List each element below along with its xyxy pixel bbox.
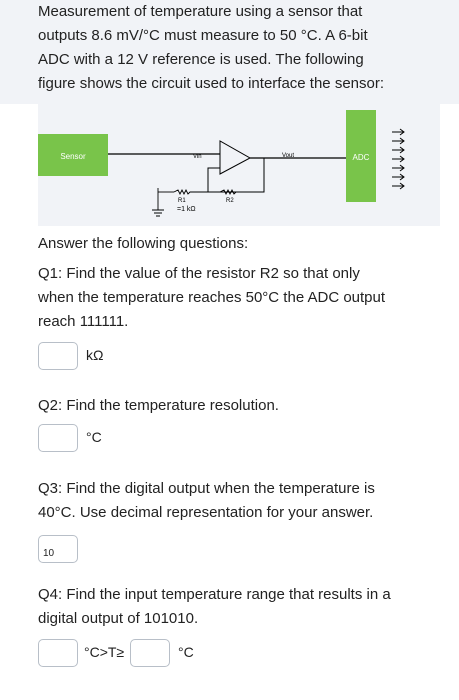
problem-line: outputs 8.6 mV/°C must measure to 50 °C.… (38, 27, 368, 44)
answer-heading: Answer the following questions: (38, 235, 249, 252)
r2-label: R2 (226, 198, 234, 204)
sensor-block (38, 134, 108, 176)
q2-answer-input[interactable] (38, 424, 78, 452)
resistor-r2 (219, 188, 237, 196)
r1-label: R1 (178, 198, 186, 204)
problem-statement: Measurement of temperature using a senso… (0, 0, 459, 104)
q4-lower-input[interactable] (38, 639, 78, 667)
op-amp (219, 140, 252, 175)
q2-text: Q2: Find the temperature resolution. (38, 397, 279, 414)
q4-line: digital output of 101010. (38, 610, 199, 627)
q1-line: reach 111111. (38, 313, 129, 330)
problem-line: figure shows the circuit used to interfa… (38, 75, 385, 92)
problem-line: ADC with a 12 V reference is used. The f… (38, 51, 364, 68)
problem-line: Measurement of temperature using a senso… (38, 3, 363, 20)
q4-unit: °C (178, 644, 194, 660)
adc-label: ADC (353, 153, 370, 162)
circuit-figure: Sensor Vin Vout R1 =1 kΩ R2 ADC (38, 104, 440, 226)
adc-block (346, 110, 376, 202)
problem-text: Measurement of temperature using a senso… (38, 0, 443, 96)
q3-line: Q3: Find the digital output when the tem… (38, 480, 375, 497)
q1-unit: kΩ (86, 347, 104, 363)
q3-line: 40°C. Use decimal representation for you… (38, 504, 374, 521)
q1-answer-input[interactable] (38, 342, 78, 370)
vout-label: Vout (282, 153, 294, 159)
q3-answer-input[interactable]: 10 (38, 535, 78, 563)
vin-label: Vin (193, 154, 202, 160)
q3-input-value: 10 (43, 548, 55, 559)
q4-mid-text: °C>T≥ (84, 644, 125, 660)
circuit-diagram: Sensor Vin Vout R1 =1 kΩ R2 ADC (38, 110, 405, 217)
q2-unit: °C (86, 429, 102, 445)
adc-output-arrows (392, 128, 405, 190)
sensor-label: Sensor (60, 152, 86, 161)
resistor-r1 (173, 188, 208, 196)
q1-line: Q1: Find the value of the resistor R2 so… (38, 265, 360, 282)
r1-value: =1 kΩ (177, 206, 196, 213)
q1-line: when the temperature reaches 50°C the AD… (38, 289, 386, 306)
q4-line: Q4: Find the input temperature range tha… (38, 586, 391, 603)
q4-upper-input[interactable] (130, 639, 170, 667)
